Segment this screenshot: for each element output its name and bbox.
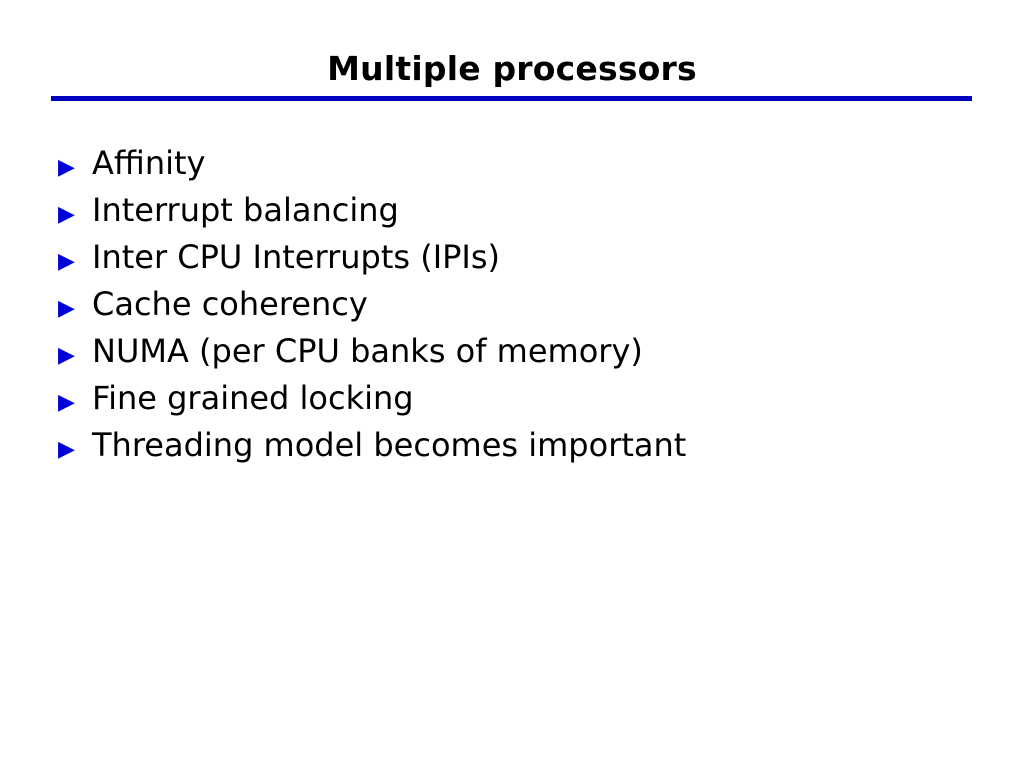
title-divider [51,96,972,101]
list-item-label: NUMA (per CPU banks of memory) [92,332,643,370]
triangle-bullet-icon: ▶ [58,202,75,227]
list-item: ▶ Interrupt balancing [58,187,998,234]
list-item-label: Fine grained locking [92,379,414,417]
triangle-bullet-icon: ▶ [58,296,75,321]
bullet-list: ▶ Affinity ▶ Interrupt balancing ▶ Inter… [58,140,998,469]
list-item-label: Threading model becomes important [92,426,687,464]
triangle-bullet-icon: ▶ [58,437,75,462]
list-item-label: Cache coherency [92,285,368,323]
list-item: ▶ Cache coherency [58,281,998,328]
list-item-label: Affinity [92,144,206,182]
list-item: ▶ Affinity [58,140,998,187]
triangle-bullet-icon: ▶ [58,343,75,368]
list-item: ▶ Fine grained locking [58,375,998,422]
triangle-bullet-icon: ▶ [58,249,75,274]
page-title: Multiple processors [327,49,697,88]
list-item-label: Inter CPU Interrupts (IPIs) [92,238,501,276]
list-item: ▶ NUMA (per CPU banks of memory) [58,328,998,375]
list-item: ▶ Threading model becomes important [58,422,998,469]
list-item-label: Interrupt balancing [92,191,399,229]
list-item: ▶ Inter CPU Interrupts (IPIs) [58,234,998,281]
triangle-bullet-icon: ▶ [58,155,75,180]
triangle-bullet-icon: ▶ [58,390,75,415]
